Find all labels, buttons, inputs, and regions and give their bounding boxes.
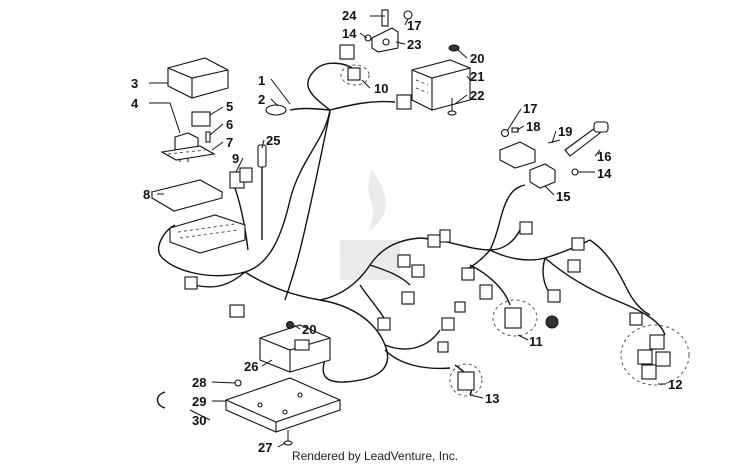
harness-connectors [184, 221, 643, 353]
callout-15: 15 [556, 189, 570, 204]
part-relay-cover [167, 57, 229, 99]
part-ecu-26 [259, 324, 331, 373]
callout-5: 5 [226, 99, 233, 114]
callout-28: 28 [192, 375, 206, 390]
callout-11: 11 [529, 334, 543, 349]
callout-17-top: 17 [407, 18, 421, 33]
callout-23: 23 [407, 37, 421, 52]
watermark-logo [340, 170, 400, 280]
part-grommet-2 [265, 104, 287, 116]
part-relay-small [191, 111, 211, 127]
callout-7: 7 [226, 135, 233, 150]
main-wiring-harness [158, 62, 666, 396]
callout-4: 4 [131, 96, 139, 111]
part-bolt-22 [447, 98, 457, 116]
callout-10: 10 [374, 81, 388, 96]
callout-24: 24 [342, 8, 357, 23]
callout-25: 25 [266, 133, 280, 148]
part-fuse-box-lid [150, 179, 224, 212]
callout-6: 6 [226, 117, 233, 132]
callout-2: 2 [258, 92, 265, 107]
part-fuse-box [169, 214, 246, 254]
part-connector-right-of-harness [396, 94, 412, 110]
callout-20-lower: 20 [302, 322, 316, 337]
callout-8: 8 [143, 187, 150, 202]
leader-lines [149, 15, 666, 448]
part-tray-29 [225, 377, 341, 433]
callout-3: 3 [131, 76, 138, 91]
part-clip-30 [156, 391, 166, 409]
part-bolt-27 [283, 430, 293, 446]
part-clip-19 [547, 139, 561, 144]
callout-30: 30 [192, 413, 206, 428]
callout-1: 1 [258, 73, 265, 88]
part-sensor-16 [564, 121, 609, 157]
part-connector-9 [229, 167, 253, 189]
part-nut-28 [234, 379, 242, 387]
part-screw-14-top [364, 34, 372, 42]
callout-21: 21 [470, 69, 484, 84]
callout-14-right: 14 [597, 166, 612, 181]
render-credit: Rendered by LeadVenture, Inc. [291, 449, 459, 463]
callout-19: 19 [558, 124, 572, 139]
part-connector-top [339, 44, 355, 60]
part-nut-20-lower [286, 321, 294, 329]
callout-18: 18 [526, 119, 540, 134]
part-nut-17-right [500, 128, 510, 138]
part-bracket-23 [371, 27, 399, 53]
callout-22: 22 [470, 88, 484, 103]
part-fuse-strip [160, 145, 216, 161]
part-bracket-15 [499, 141, 556, 189]
callouts: 1 2 3 4 5 6 7 8 9 10 11 12 13 14 14 15 1… [131, 8, 682, 455]
callout-9: 9 [232, 151, 239, 166]
part-screw-14-right [571, 168, 579, 176]
part-connector-10 [340, 64, 370, 86]
callout-13: 13 [485, 391, 499, 406]
part-bolt-24 [381, 9, 389, 27]
callout-29: 29 [192, 394, 206, 409]
callout-12: 12 [668, 377, 682, 392]
callout-27: 27 [258, 440, 272, 455]
part-group-13 [449, 363, 483, 397]
callout-20-top: 20 [470, 51, 484, 66]
callout-26: 26 [244, 359, 258, 374]
part-regulator-21 [411, 59, 471, 111]
callout-14-top: 14 [342, 26, 357, 41]
callout-17-right: 17 [523, 101, 537, 116]
part-group-11 [492, 299, 559, 337]
part-sensor-25 [257, 144, 267, 178]
part-washer-20-top [448, 44, 460, 52]
callout-16: 16 [597, 149, 611, 164]
part-group-12 [620, 324, 690, 386]
part-fuse-clip [205, 131, 211, 143]
